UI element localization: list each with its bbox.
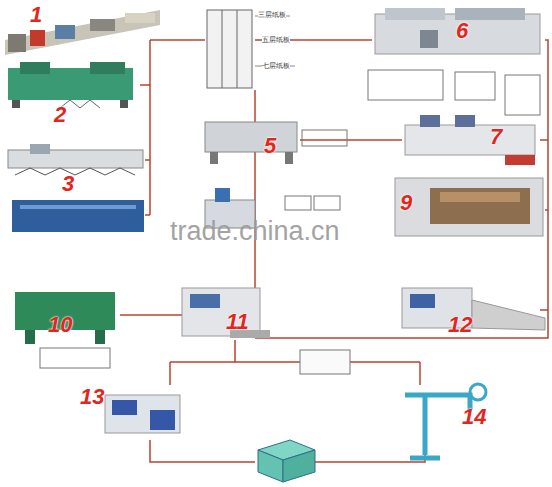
machine-4	[12, 200, 144, 232]
machine-12	[402, 288, 545, 330]
machine-3	[8, 144, 143, 175]
callout-number: 12	[448, 314, 472, 336]
stitcher	[405, 384, 486, 458]
flow-line	[120, 40, 548, 462]
machine-6	[368, 8, 540, 115]
machine-11	[182, 288, 270, 338]
machine-2	[8, 62, 133, 108]
machine-13	[105, 395, 180, 433]
corrugator-line	[5, 10, 160, 55]
board-sheet	[207, 10, 295, 88]
callout-number: 1	[30, 4, 42, 26]
board-label: 三层纸板	[258, 11, 286, 18]
callout-number: 5	[264, 135, 276, 157]
machine-5	[205, 122, 347, 164]
callout-number: 14	[462, 406, 486, 428]
callout-number: 9	[400, 192, 412, 214]
box-blank	[300, 350, 350, 374]
carton-box	[258, 440, 315, 482]
machine-10	[15, 292, 115, 368]
board-label: 七层纸板	[262, 62, 290, 69]
board-label: 五层纸板	[262, 36, 290, 43]
callout-number: 13	[80, 386, 104, 408]
callout-number: 3	[62, 173, 74, 195]
machine-7	[405, 115, 535, 165]
callout-number: 10	[48, 314, 72, 336]
watermark: trade.china.cn	[170, 218, 340, 245]
callout-number: 6	[456, 20, 468, 42]
callout-number: 2	[54, 104, 66, 126]
machine-9	[395, 178, 543, 236]
callout-number: 11	[226, 311, 249, 333]
callout-number: 7	[490, 126, 502, 148]
